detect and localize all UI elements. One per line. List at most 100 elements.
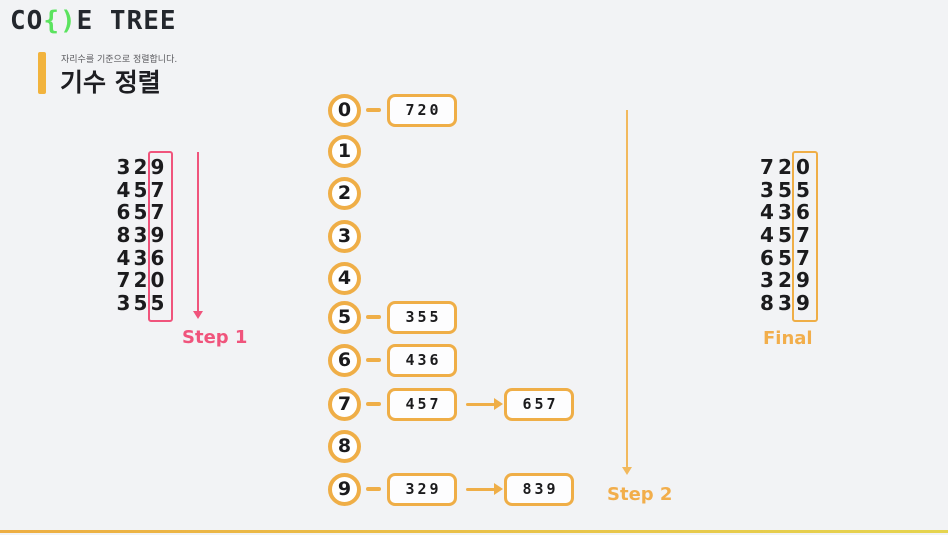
digit-cell: 3 (133, 223, 148, 248)
bucket-item-box: 720 (387, 93, 457, 127)
digit-cell: 0 (796, 155, 810, 180)
digit-cell: 4 (760, 223, 774, 248)
bucket-link-dash (366, 358, 381, 362)
codetree-logo: CO{)E TREE (10, 6, 177, 36)
bucket-row-7: 7 457 657 (328, 386, 574, 422)
digit-cell: 5 (150, 290, 165, 315)
bucket-row-3: 3 (328, 218, 361, 254)
digit-cell: 3 (760, 268, 774, 293)
bucket-circle-0: 0 (328, 93, 361, 127)
digit-cell: 5 (133, 177, 148, 202)
digit-cell: 5 (133, 200, 148, 225)
step2-arrow-icon (622, 110, 632, 475)
digit-cell: 5 (778, 245, 792, 270)
bucket-circle-8: 8 (328, 429, 361, 463)
page-title: 기수 정렬 (60, 68, 161, 97)
bucket-circle-9: 9 (328, 472, 361, 506)
digit-cell: 6 (116, 200, 131, 225)
digit-cell: 6 (150, 245, 165, 270)
digit-cell: 7 (796, 223, 810, 248)
bucket-item-box: 839 (504, 472, 574, 506)
digit-cell: 5 (778, 223, 792, 248)
bucket-row-1: 1 (328, 133, 361, 169)
digit-cell: 3 (778, 200, 792, 225)
digit-cell: 5 (133, 290, 148, 315)
bucket-link-dash (366, 315, 381, 319)
step2-label: Step 2 (607, 484, 673, 505)
final-label: Final (763, 328, 813, 349)
bucket-link-dash (366, 108, 381, 112)
bucket-item-box: 355 (387, 300, 457, 334)
digit-cell: 3 (778, 290, 792, 315)
digit-cell: 6 (760, 245, 774, 270)
digit-cell: 7 (796, 245, 810, 270)
digit-cell: 3 (760, 177, 774, 202)
bucket-circle-5: 5 (328, 300, 361, 334)
digit-cell: 7 (150, 177, 165, 202)
bucket-circle-4: 4 (328, 261, 361, 295)
bucket-row-6: 6 436 (328, 342, 457, 378)
bucket-chain-arrow-icon (466, 397, 503, 410)
step1-label: Step 1 (182, 327, 248, 348)
digit-cell: 9 (796, 268, 810, 293)
digit-cell: 2 (133, 155, 148, 180)
digit-cell: 9 (150, 223, 165, 248)
bucket-row-4: 4 (328, 260, 361, 296)
title-accent-bar (38, 52, 46, 94)
bucket-circle-3: 3 (328, 219, 361, 253)
digit-cell: 9 (150, 155, 165, 180)
digit-cell: 2 (778, 268, 792, 293)
digit-cell: 2 (133, 268, 148, 293)
bucket-circle-7: 7 (328, 387, 361, 421)
step1-arrow-icon (193, 152, 203, 319)
logo-text-co: CO (10, 6, 44, 36)
bucket-row-8: 8 (328, 428, 361, 464)
left-highlight-box (148, 151, 173, 322)
bucket-row-5: 5 355 (328, 299, 457, 335)
bucket-row-0: 0 720 (328, 92, 457, 128)
bucket-item-box: 657 (504, 387, 574, 421)
bucket-item-box: 436 (387, 343, 457, 377)
digit-cell: 4 (760, 200, 774, 225)
bucket-link-dash (366, 487, 381, 491)
bucket-circle-2: 2 (328, 176, 361, 210)
digit-cell: 8 (760, 290, 774, 315)
bottom-accent-line (0, 530, 948, 533)
digit-cell: 3 (116, 155, 131, 180)
digit-cell: 4 (116, 177, 131, 202)
final-highlight-box (792, 151, 818, 322)
bucket-circle-6: 6 (328, 343, 361, 377)
bucket-chain-arrow-icon (466, 482, 503, 495)
logo-text-e-tree: E TREE (76, 6, 177, 36)
logo-bracket-icon: {) (43, 6, 77, 36)
bucket-item-box: 457 (387, 387, 457, 421)
bucket-row-2: 2 (328, 175, 361, 211)
bucket-link-dash (366, 402, 381, 406)
digit-cell: 3 (116, 290, 131, 315)
subtitle: 자리수를 기준으로 정렬합니다. (61, 55, 178, 65)
digit-cell: 6 (796, 200, 810, 225)
digit-cell: 4 (116, 245, 131, 270)
digit-cell: 8 (116, 223, 131, 248)
digit-cell: 3 (133, 245, 148, 270)
digit-cell: 2 (778, 155, 792, 180)
digit-cell: 9 (796, 290, 810, 315)
digit-cell: 0 (150, 268, 165, 293)
digit-cell: 7 (150, 200, 165, 225)
bucket-circle-1: 1 (328, 134, 361, 168)
digit-cell: 5 (796, 177, 810, 202)
